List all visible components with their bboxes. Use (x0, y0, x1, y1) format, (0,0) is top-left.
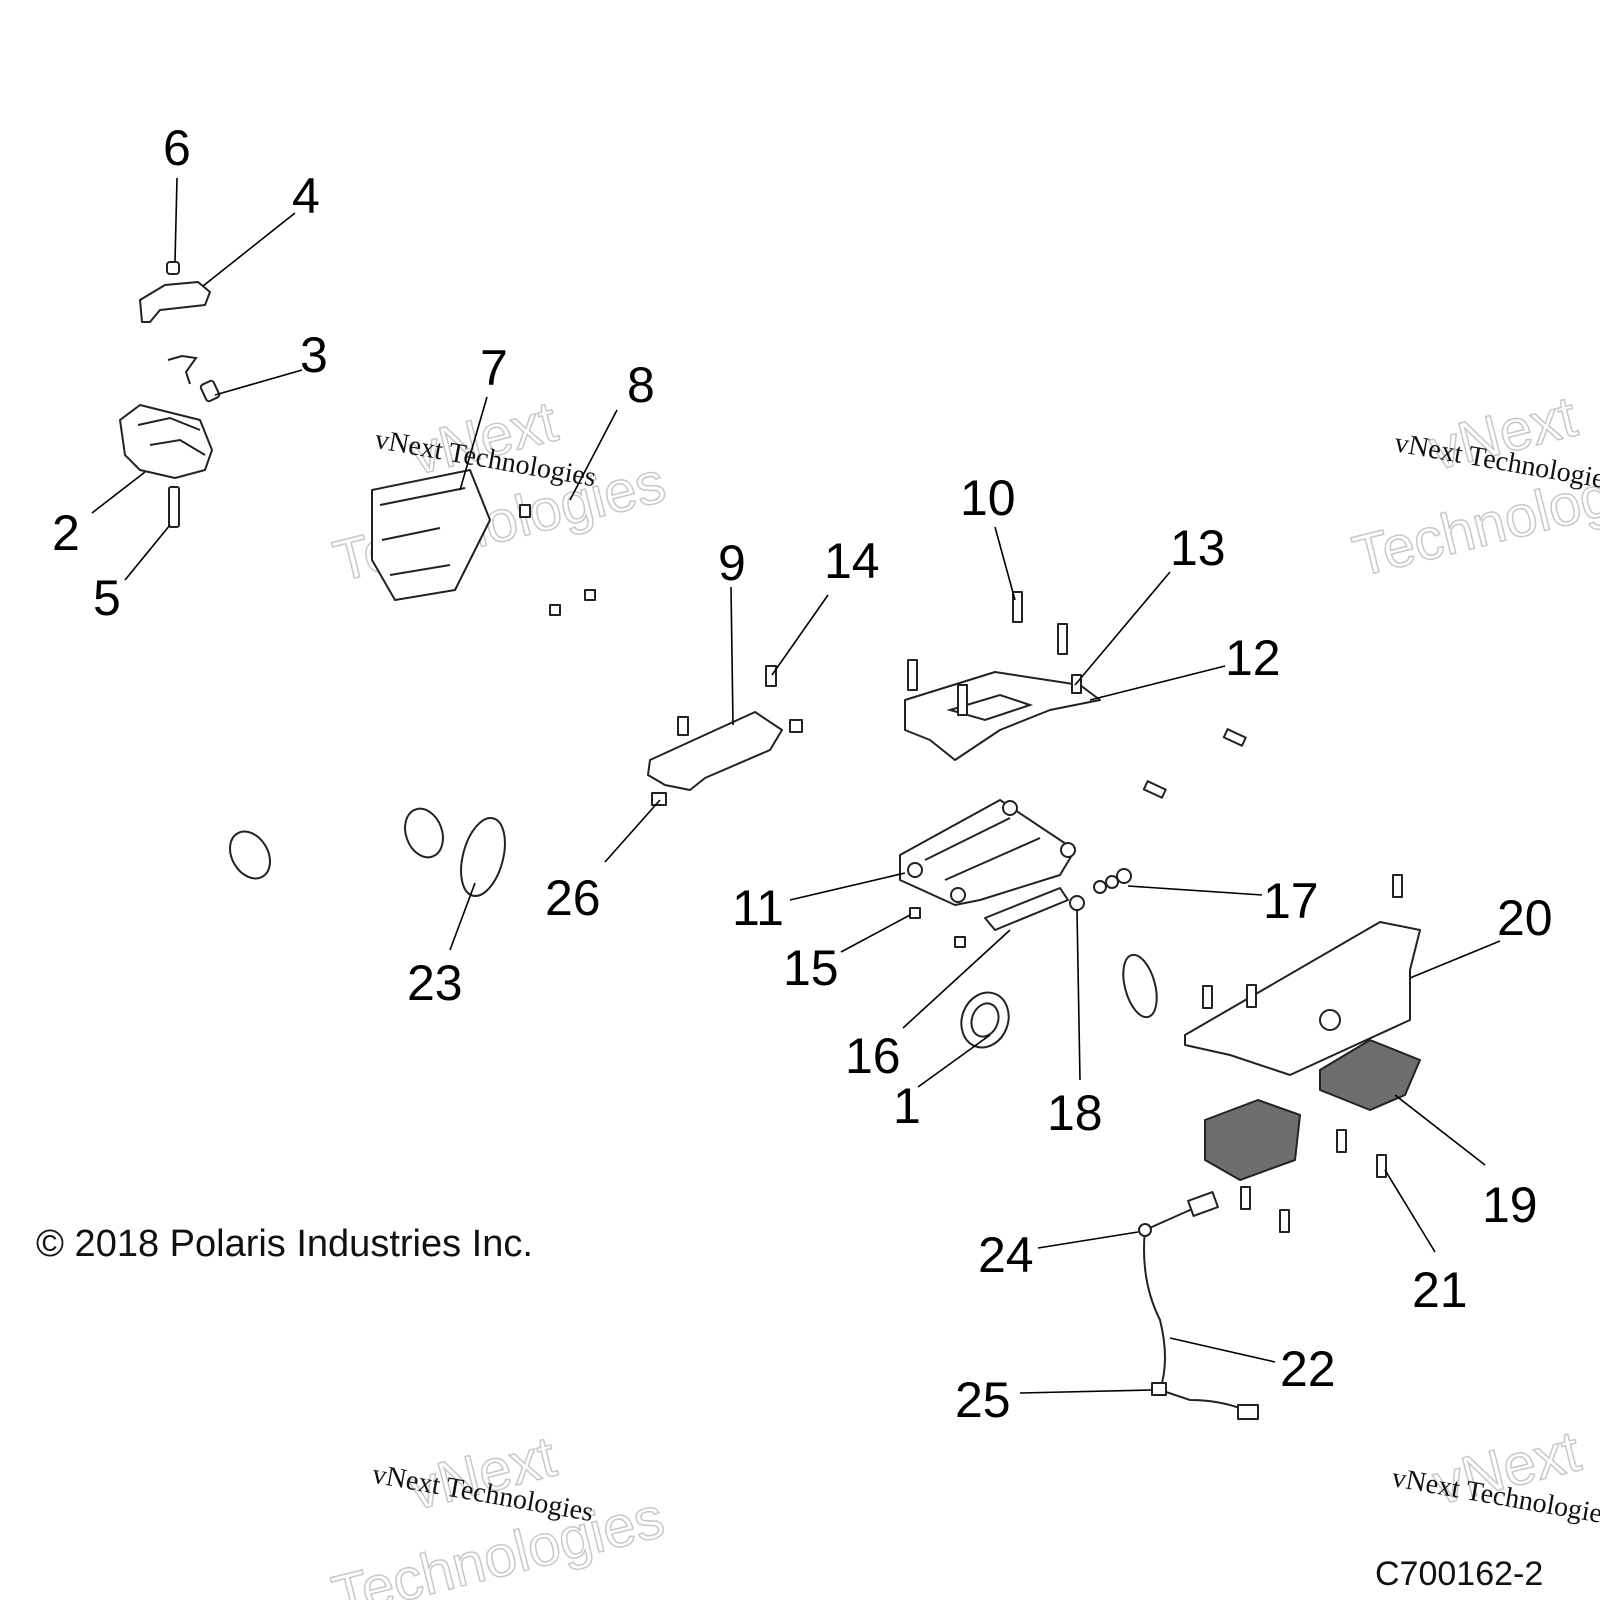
part-22-wire-harness (1138, 1191, 1259, 1420)
callout-9: 9 (718, 535, 746, 591)
leader-14 (771, 594, 829, 676)
part-17-washers (1093, 868, 1132, 894)
part-regulator-lower (1204, 1099, 1387, 1233)
callout-23: 23 (407, 955, 463, 1011)
callout-13: 13 (1170, 520, 1226, 576)
watermark-top-center: vNext Technologies (327, 388, 673, 595)
callout-18: 18 (1047, 1085, 1103, 1141)
callout-14: 14 (824, 533, 880, 589)
leader-4 (202, 212, 296, 287)
leader-26 (604, 799, 661, 863)
callout-24: 24 (978, 1227, 1034, 1283)
part-3-sensor (167, 354, 221, 403)
callout-12: 12 (1225, 630, 1281, 686)
leader-9 (730, 586, 734, 726)
leader-2 (91, 471, 146, 514)
callout-5: 5 (93, 570, 121, 626)
leader-lines (91, 177, 1501, 1394)
callout-7: 7 (480, 340, 508, 396)
part-1-grommet (960, 991, 1010, 1049)
leader-12 (1089, 665, 1226, 701)
callout-20: 20 (1497, 890, 1553, 946)
leader-7 (459, 396, 488, 491)
part-14-bolt (765, 665, 777, 687)
callout-21: 21 (1412, 1262, 1468, 1318)
callout-3: 3 (300, 327, 328, 383)
part-15-nut (909, 907, 966, 948)
callout-26: 26 (545, 870, 601, 926)
leader-21 (1384, 1169, 1436, 1253)
leader-1 (917, 1034, 991, 1088)
leader-13 (1074, 571, 1171, 686)
leader-18 (1076, 909, 1081, 1081)
part-4-bracket (139, 281, 211, 323)
part-9-mounting-plate (647, 711, 803, 806)
leader-8 (569, 409, 618, 501)
leader-15 (840, 914, 911, 953)
callout-6: 6 (163, 120, 191, 176)
part-20-bracket (1184, 874, 1421, 1076)
leader-3 (214, 369, 303, 396)
copyright-notice: © 2018 Polaris Industries Inc. (36, 1223, 533, 1265)
part-2-ignition-coil (119, 404, 213, 479)
callout-8: 8 (627, 357, 655, 413)
leader-11 (789, 872, 906, 901)
figure-id: C700162-2 (1375, 1555, 1543, 1593)
callout-19: 19 (1482, 1177, 1538, 1233)
callout-25: 25 (955, 1372, 1011, 1428)
leader-10 (994, 526, 1016, 601)
leader-5 (124, 524, 171, 581)
callout-16: 16 (845, 1028, 901, 1084)
part-7-ecu (371, 469, 596, 616)
leader-22 (1169, 1337, 1276, 1363)
part-12-bracket (904, 591, 1247, 799)
leader-17 (1127, 885, 1263, 896)
leader-25 (1019, 1389, 1153, 1394)
part-23-cable-ties (229, 807, 1158, 1019)
part-5-bolt (168, 486, 180, 528)
leader-19 (1394, 1094, 1486, 1166)
leader-24 (1037, 1231, 1139, 1249)
callout-11: 11 (732, 880, 784, 936)
leader-6 (174, 177, 178, 263)
part-19-regulator (1319, 1039, 1421, 1111)
part-11-module-tray (899, 799, 1076, 906)
callout-10: 10 (960, 470, 1016, 526)
callout-2: 2 (52, 505, 80, 561)
part-18-nut (1069, 895, 1085, 911)
callout-15: 15 (783, 940, 839, 996)
leader-20 (1409, 940, 1501, 979)
callout-labels: 1 2 3 4 5 6 7 8 9 10 11 12 13 14 15 16 1… (52, 120, 1553, 1428)
part-6-nut (166, 261, 180, 275)
callout-4: 4 (292, 168, 320, 224)
part-16-strap (984, 887, 1069, 931)
leader-23 (449, 882, 476, 951)
callout-1: 1 (893, 1078, 921, 1134)
callout-17: 17 (1263, 873, 1319, 929)
leader-16 (902, 929, 1011, 1029)
callout-22: 22 (1280, 1341, 1336, 1397)
